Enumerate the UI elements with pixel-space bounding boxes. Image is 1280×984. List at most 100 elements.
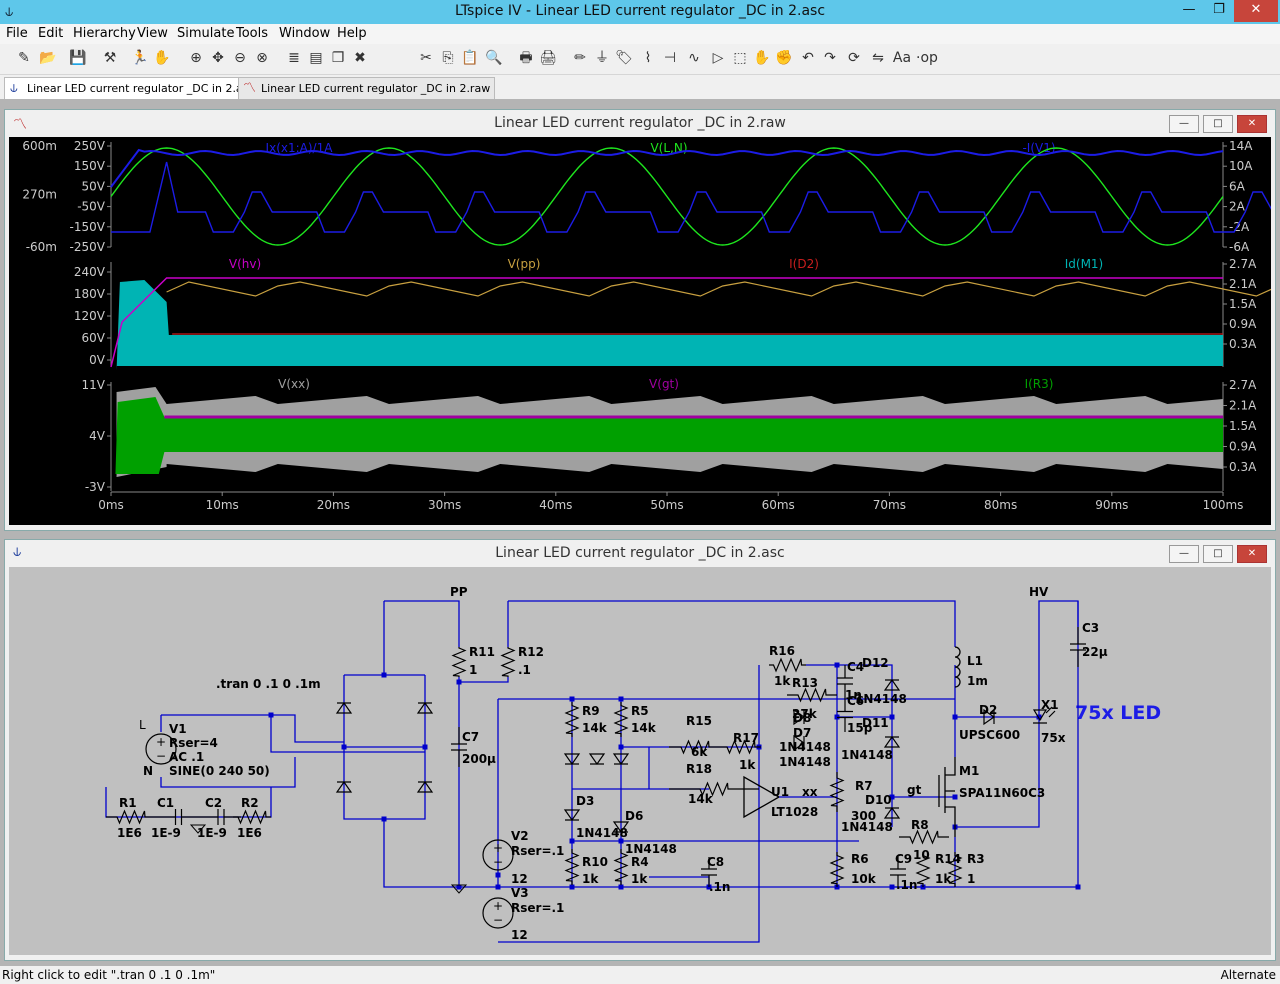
- resistor-r3[interactable]: [947, 852, 963, 887]
- capacitor-icon[interactable]: ⊣: [663, 50, 677, 66]
- resistor-r5[interactable]: [613, 702, 629, 737]
- diode-d10[interactable]: [883, 806, 901, 819]
- capacitor-c4[interactable]: [837, 665, 853, 697]
- autorange-icon[interactable]: ≣: [288, 50, 300, 66]
- zoom-out-icon[interactable]: ⊖: [234, 50, 246, 66]
- schematic-close-button[interactable]: ✕: [1237, 545, 1267, 563]
- diode-bridge-d3[interactable]: [335, 780, 353, 793]
- find-icon[interactable]: 🔍: [485, 50, 503, 66]
- capacitor-c1[interactable]: [156, 809, 201, 825]
- tile-vertical-icon[interactable]: ▤: [309, 50, 323, 66]
- menu-file[interactable]: File: [6, 26, 28, 41]
- resistor-r13[interactable]: [787, 687, 837, 703]
- schematic-minimize-button[interactable]: —: [1169, 545, 1199, 563]
- mosfet-m1[interactable]: [938, 757, 956, 837]
- copy-icon[interactable]: ⎘: [442, 50, 454, 66]
- minimize-button[interactable]: —: [1182, 2, 1196, 17]
- maximize-button[interactable]: ❐: [1213, 2, 1225, 17]
- diode-d6[interactable]: [612, 821, 630, 834]
- capacitor-c7[interactable]: [451, 727, 467, 767]
- diode-bridge-d2[interactable]: [416, 701, 434, 714]
- diode-d3[interactable]: [563, 809, 581, 822]
- control-panel-icon[interactable]: ⚒: [103, 50, 117, 66]
- waveform-minimize-button[interactable]: —: [1169, 115, 1199, 133]
- schematic-maximize-button[interactable]: □: [1203, 545, 1233, 563]
- opamp-u1[interactable]: [743, 775, 781, 819]
- menu-window[interactable]: Window: [279, 26, 331, 41]
- diode-icon[interactable]: ▷: [712, 50, 724, 66]
- zoom-cancel-icon[interactable]: ⊗: [256, 50, 268, 66]
- run-icon[interactable]: 🏃: [131, 50, 149, 66]
- resistor-r4[interactable]: [613, 849, 629, 885]
- voltage-source-v1[interactable]: [145, 733, 177, 765]
- undo-icon[interactable]: ↶: [802, 50, 814, 66]
- capacitor-c8[interactable]: [701, 857, 717, 887]
- move-icon[interactable]: ✋: [753, 50, 771, 66]
- resistor-icon[interactable]: ⌇: [644, 50, 652, 66]
- wire-icon[interactable]: ✏: [574, 50, 586, 66]
- spice-directive-icon[interactable]: ·op: [916, 50, 938, 66]
- redo-icon[interactable]: ↷: [824, 50, 836, 66]
- capacitor-c3[interactable]: [1070, 627, 1086, 667]
- resistor-r6[interactable]: [829, 852, 845, 887]
- capacitor-c2[interactable]: [201, 809, 241, 825]
- diode-bridge-d1[interactable]: [335, 701, 353, 714]
- waveform-maximize-button[interactable]: □: [1203, 115, 1233, 133]
- resistor-r16[interactable]: [769, 657, 806, 673]
- menu-view[interactable]: View: [137, 26, 168, 41]
- resistor-r1[interactable]: [106, 809, 156, 825]
- menu-help[interactable]: Help: [337, 26, 367, 41]
- diode-d11[interactable]: [883, 735, 901, 748]
- voltage-source-v3[interactable]: [482, 897, 514, 929]
- halt-icon[interactable]: ✋: [153, 50, 171, 66]
- menu-tools[interactable]: Tools: [236, 26, 269, 41]
- resistor-r11[interactable]: [451, 647, 467, 677]
- resistor-r14[interactable]: [915, 852, 931, 887]
- capacitor-c9[interactable]: [890, 857, 906, 887]
- voltage-source-v2[interactable]: [482, 839, 514, 871]
- diode-d-a[interactable]: [563, 753, 581, 766]
- tab-schematic[interactable]: ⫝ Linear LED current regulator _DC in 2.…: [4, 77, 260, 100]
- tab-waveform[interactable]: 〽 Linear LED current regulator _DC in 2.…: [238, 77, 496, 100]
- text-icon[interactable]: Aa: [892, 50, 912, 66]
- pan-icon[interactable]: ✥: [212, 50, 224, 66]
- zoom-in-icon[interactable]: ⊕: [190, 50, 202, 66]
- menu-edit[interactable]: Edit: [38, 26, 64, 41]
- label-icon[interactable]: 🏷: [615, 50, 633, 66]
- menu-simulate[interactable]: Simulate: [177, 26, 235, 41]
- menu-hierarchy[interactable]: Hierarchy: [73, 26, 136, 41]
- close-button[interactable]: ✕: [1234, 0, 1278, 22]
- diode-d2[interactable]: [983, 708, 996, 726]
- print-setup-icon[interactable]: 🖶: [519, 50, 533, 66]
- capacitor-c6[interactable]: [837, 697, 853, 732]
- resistor-r7[interactable]: [829, 772, 845, 812]
- save-icon[interactable]: 💾: [69, 50, 87, 66]
- print-icon[interactable]: 🖨: [539, 50, 557, 66]
- diode-d12[interactable]: [883, 678, 901, 691]
- rotate-icon[interactable]: ⟳: [848, 50, 860, 66]
- resistor-r17[interactable]: [721, 739, 761, 755]
- paste-icon[interactable]: 📋: [461, 50, 479, 66]
- component-icon[interactable]: ⬚: [733, 50, 747, 66]
- led-x1[interactable]: [1032, 706, 1056, 724]
- ltspice-app-icon[interactable]: ⫝: [5, 4, 14, 20]
- resistor-r8[interactable]: [899, 829, 949, 845]
- cascade-icon[interactable]: ❐: [331, 50, 345, 66]
- resistor-r10[interactable]: [564, 849, 580, 885]
- inductor-icon[interactable]: ∿: [688, 50, 700, 66]
- ground-icon[interactable]: ⏚: [595, 50, 609, 66]
- diode-d-b[interactable]: [588, 753, 606, 766]
- resistor-r18[interactable]: [669, 781, 759, 797]
- inductor-l1[interactable]: [954, 646, 961, 688]
- diode-d-c[interactable]: [612, 753, 630, 766]
- resistor-r2[interactable]: [233, 809, 271, 825]
- open-icon[interactable]: 📂: [39, 50, 57, 66]
- diode-bridge-d4[interactable]: [416, 780, 434, 793]
- new-schematic-icon[interactable]: ✎: [18, 50, 30, 66]
- diode-d7[interactable]: [793, 734, 806, 752]
- cut-icon[interactable]: ✂: [420, 50, 432, 66]
- diode-d8[interactable]: [793, 708, 806, 726]
- drag-icon[interactable]: ✊: [775, 50, 793, 66]
